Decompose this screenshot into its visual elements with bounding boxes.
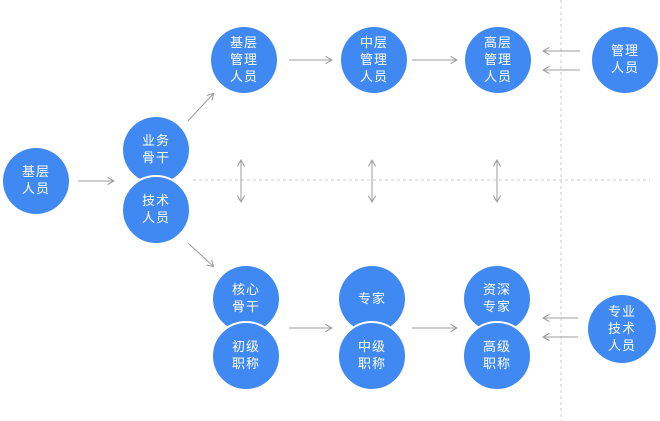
node-label: 专家 bbox=[357, 291, 386, 307]
node-middle-manager: 中层 管理 人员 bbox=[341, 27, 407, 93]
node-label: 高级 职称 bbox=[482, 340, 511, 372]
node-label: 资深 专家 bbox=[482, 283, 511, 315]
node-label: 中层 管理 人员 bbox=[359, 35, 388, 85]
node-intermediate-title: 中级 职称 bbox=[337, 321, 407, 391]
node-label: 中级 职称 bbox=[357, 340, 386, 372]
node-management-staff: 管理 人员 bbox=[592, 27, 658, 93]
node-tech-staff: 技术 人员 bbox=[121, 175, 191, 245]
node-business-backbone: 业务 骨干 bbox=[123, 117, 189, 183]
node-professional-tech-staff: 专业 技术 人员 bbox=[588, 295, 656, 363]
node-label: 核心 骨干 bbox=[231, 283, 260, 315]
node-label: 基层 管理 人员 bbox=[229, 35, 258, 85]
arrow-backbone-to-junior-manager bbox=[187, 92, 215, 122]
node-core-backbone: 核心 骨干 bbox=[213, 266, 279, 332]
node-label: 高层 管理 人员 bbox=[483, 35, 512, 85]
node-label: 基层 人员 bbox=[21, 165, 50, 197]
node-label: 业务 骨干 bbox=[141, 134, 170, 166]
node-label: 专业 技术 人员 bbox=[607, 304, 636, 354]
node-label: 初级 职称 bbox=[231, 340, 260, 372]
arrow-tech-to-core-backbone bbox=[187, 242, 215, 268]
node-label: 管理 人员 bbox=[610, 44, 639, 76]
node-junior-title: 初级 职称 bbox=[211, 321, 281, 391]
node-base-staff: 基层 人员 bbox=[3, 148, 69, 214]
node-senior-title: 高级 职称 bbox=[462, 321, 532, 391]
node-label: 技术 人员 bbox=[141, 194, 170, 226]
node-senior-manager: 高层 管理 人员 bbox=[465, 27, 531, 93]
node-junior-manager: 基层 管理 人员 bbox=[211, 27, 277, 93]
